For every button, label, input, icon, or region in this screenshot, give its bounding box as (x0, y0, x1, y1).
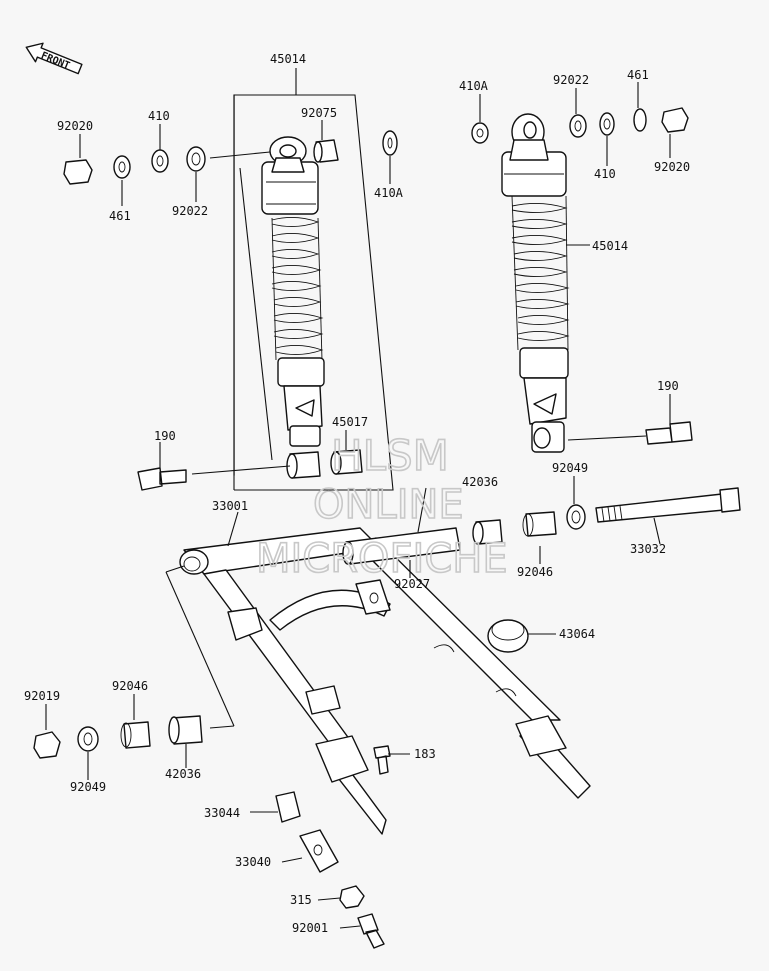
watermark: HLSM ONLINE MICROFICHE (255, 430, 508, 583)
label-92022-left: 92022 (172, 204, 208, 218)
nut-92020-right (661, 107, 689, 133)
adjuster-33040 (299, 829, 339, 873)
washer-92022-left (186, 146, 206, 172)
label-92049-left: 92049 (70, 780, 106, 794)
washer-410a-right (471, 122, 489, 144)
label-410a-right: 410A (459, 79, 489, 93)
part-labels: 45014 92020 410 92075 410A 92022 461 461… (24, 52, 690, 935)
label-92027: 92027 (394, 577, 430, 591)
label-92020-right: 92020 (654, 160, 690, 174)
label-92046-right: 92046 (517, 565, 553, 579)
bolt-190-right (645, 421, 693, 445)
washer-410-right (599, 112, 615, 136)
label-183: 183 (414, 747, 436, 761)
label-461-right: 461 (627, 68, 649, 82)
label-92022-right: 92022 (553, 73, 589, 87)
label-92019: 92019 (24, 689, 60, 703)
left-shock-absorber (261, 136, 325, 447)
washer-461-left (113, 155, 131, 179)
label-33001: 33001 (212, 499, 248, 513)
label-92049-right: 92049 (552, 461, 588, 475)
right-shock-absorber (501, 113, 570, 453)
label-92020-left: 92020 (57, 119, 93, 133)
seal-92049-left (77, 726, 99, 752)
bearing-92046-right (525, 511, 557, 537)
label-190-right: 190 (657, 379, 679, 393)
watermark-line1: HLSM (331, 431, 449, 480)
nut-92020-left (63, 159, 93, 185)
washer-92022-right (569, 114, 587, 138)
washer-461-right (633, 108, 647, 132)
label-92075: 92075 (301, 106, 337, 120)
watermark-line2: ONLINE (313, 482, 464, 528)
label-42036-right: 42036 (462, 475, 498, 489)
label-45014-right: 45014 (592, 239, 628, 253)
seal-92049-right (566, 504, 586, 530)
label-190-left: 190 (154, 429, 176, 443)
label-410-left: 410 (148, 109, 170, 123)
label-45017: 45017 (332, 415, 368, 429)
label-33044: 33044 (204, 806, 240, 820)
label-92046-left: 92046 (112, 679, 148, 693)
leader-lines (45, 68, 671, 929)
front-arrow-icon: FRONT (25, 42, 83, 75)
washer-410a-left (382, 130, 398, 156)
label-315: 315 (290, 893, 312, 907)
label-410-right: 410 (594, 167, 616, 181)
bolt-92001 (357, 913, 385, 949)
label-42036-left: 42036 (165, 767, 201, 781)
label-45014-left: 45014 (270, 52, 306, 66)
label-33040: 33040 (235, 855, 271, 869)
label-43064: 43064 (559, 627, 595, 641)
pivot-shaft-33032 (595, 493, 725, 523)
label-410a-left: 410A (374, 186, 404, 200)
bolt-183 (373, 745, 391, 775)
watermark-line3: MICROFICHE (256, 536, 508, 582)
washer-410-left (151, 149, 169, 173)
nut-92019 (33, 731, 61, 759)
label-461-left: 461 (109, 209, 131, 223)
label-33032: 33032 (630, 542, 666, 556)
bolt-190-left (137, 467, 187, 491)
block-33044 (275, 791, 301, 823)
nut-315 (339, 885, 365, 909)
label-92001: 92001 (292, 921, 328, 935)
bearing-92046-left (123, 721, 151, 749)
swingarm-33001 (179, 527, 591, 835)
